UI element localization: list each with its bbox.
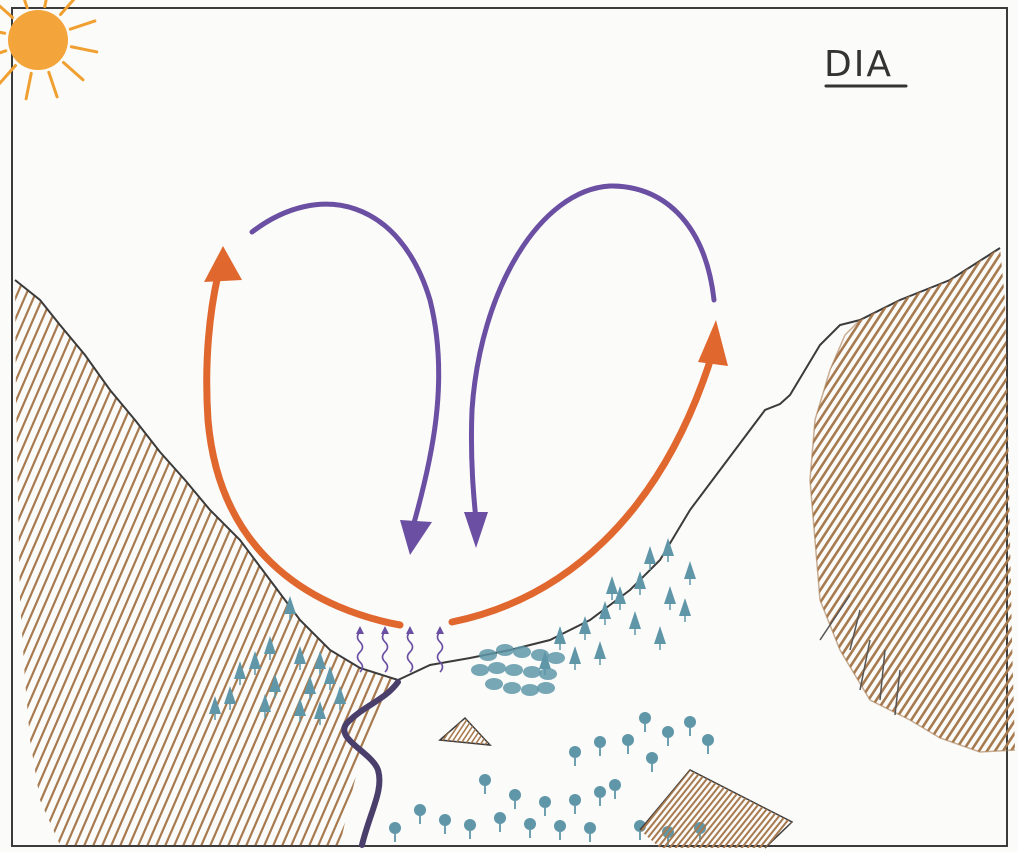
orchard-tree xyxy=(464,819,476,831)
orchard-tree xyxy=(554,820,566,832)
bush xyxy=(479,649,497,661)
bush xyxy=(547,652,565,664)
bush xyxy=(505,664,523,676)
bush xyxy=(521,684,539,696)
orchard-tree xyxy=(479,774,491,786)
bush xyxy=(523,666,541,678)
orchard-tree xyxy=(609,779,621,791)
orchard-tree xyxy=(569,794,581,806)
orchard-tree xyxy=(594,736,606,748)
orchard-tree xyxy=(414,804,426,816)
bush xyxy=(488,662,506,674)
bush xyxy=(531,649,549,661)
orchard-tree xyxy=(494,812,506,824)
sun-disc xyxy=(8,10,68,70)
bush xyxy=(537,682,555,694)
orchard-tree xyxy=(524,818,536,830)
bush xyxy=(471,664,489,676)
orchard-tree xyxy=(539,796,551,808)
orchard-tree xyxy=(389,822,401,834)
orchard-tree xyxy=(569,746,581,758)
bush xyxy=(496,644,514,656)
bush xyxy=(485,678,503,690)
orchard-tree xyxy=(594,786,606,798)
orchard-tree xyxy=(684,716,696,728)
orchard-tree xyxy=(639,712,651,724)
orchard-tree xyxy=(646,752,658,764)
bush xyxy=(539,668,557,680)
orchard-tree xyxy=(584,822,596,834)
bush xyxy=(513,646,531,658)
bush xyxy=(503,682,521,694)
orchard-tree xyxy=(702,734,714,746)
orchard-tree xyxy=(622,734,634,746)
orchard-tree xyxy=(662,726,674,738)
diagram-title: DIA xyxy=(824,44,893,85)
orchard-tree xyxy=(439,814,451,826)
orchard-tree xyxy=(509,789,521,801)
